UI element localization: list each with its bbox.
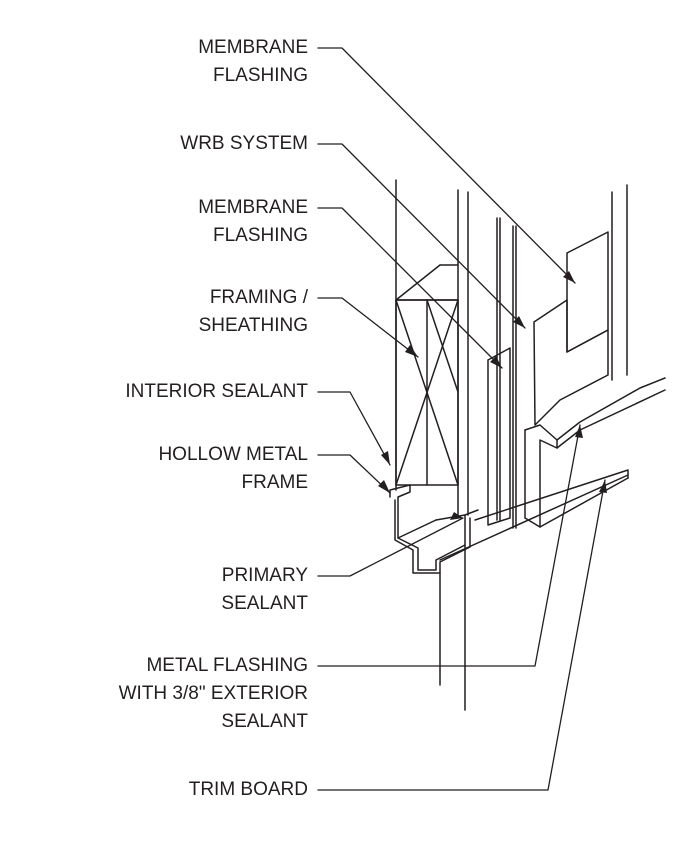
callout-trim-board: TRIM BOARD [189,776,308,804]
callout-line: MEMBRANE [198,197,308,218]
callout-line: INTERIOR SEALANT [125,381,308,402]
callout-line: SEALANT [221,711,308,732]
hollow-metal-frame-shape [389,474,629,711]
callout-membrane-flashing-lower: MEMBRANE FLASHING [198,194,308,250]
metal-flashing-shape [524,377,666,528]
membrane-flashing-lower-shape [487,347,511,526]
callout-metal-flashing: METAL FLASHING WITH 3/8" EXTERIOR SEALAN… [119,652,308,736]
callout-line: HOLLOW METAL [158,444,308,465]
callout-line: FRAMING / [209,287,308,308]
callout-line: METAL FLASHING [146,655,308,676]
callout-line: SEALANT [221,593,308,614]
callout-membrane-flashing-upper: MEMBRANE FLASHING [198,34,308,90]
callout-line: TRIM BOARD [188,779,308,800]
callout-line: PRIMARY [221,565,308,586]
callout-line: FLASHING [212,225,308,246]
callout-line: MEMBRANE [198,37,308,58]
framing-studs [395,179,469,516]
callout-wrb-system: WRB SYSTEM [180,130,308,158]
callout-primary-sealant: PRIMARY SEALANT [221,562,308,618]
callout-line: WRB SYSTEM [180,133,308,154]
callout-line: FLASHING [212,65,308,86]
leader-lines [317,47,606,791]
wrb-shape [533,184,628,426]
callout-hollow-metal-frame: HOLLOW METAL FRAME [158,441,308,497]
callout-interior-sealant: INTERIOR SEALANT [125,378,308,406]
sheathing [496,217,517,529]
arrowheads [378,271,607,520]
callout-line: WITH 3/8" EXTERIOR [118,683,308,704]
callout-line: FRAME [241,472,309,493]
callout-framing-sheathing: FRAMING / SHEATHING [199,284,308,340]
trim-board-shape [474,469,629,521]
callout-line: SHEATHING [198,315,308,336]
